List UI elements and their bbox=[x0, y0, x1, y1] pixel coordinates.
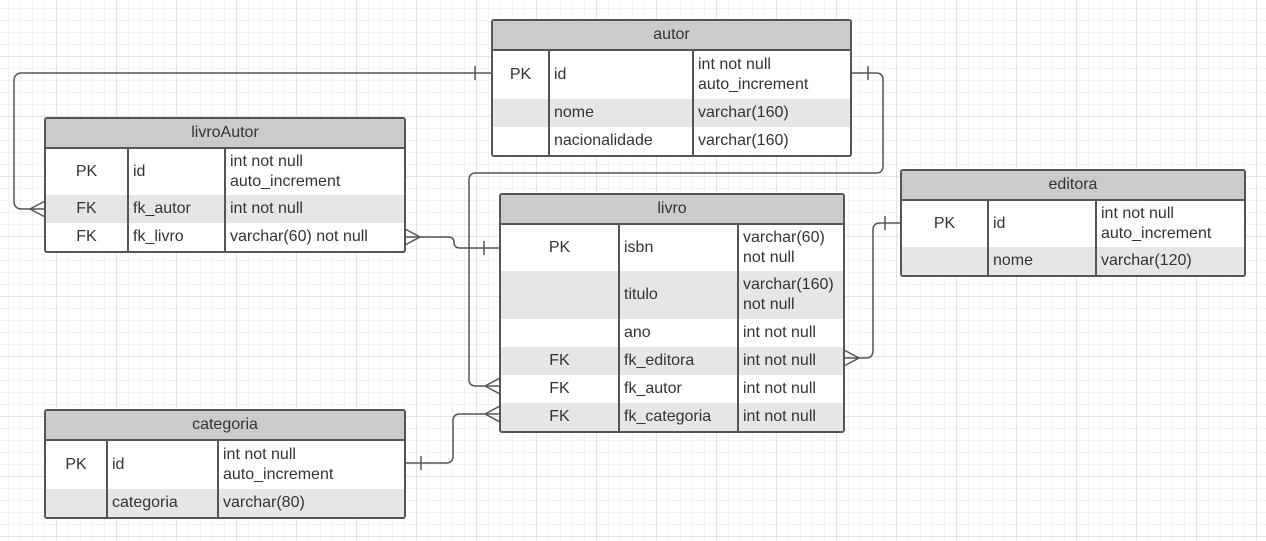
column-type: int not null auto_increment bbox=[230, 153, 341, 190]
column-name: id bbox=[989, 201, 1097, 247]
column-type: int not null bbox=[743, 352, 816, 369]
entity-categoria[interactable]: categoria PK id int not null auto_increm… bbox=[44, 409, 406, 519]
table-row[interactable]: nome varchar(120) bbox=[902, 247, 1244, 275]
entity-title: autor bbox=[493, 21, 850, 51]
key-cell: FK bbox=[501, 347, 620, 375]
column-type: varchar(80) bbox=[223, 494, 305, 511]
column-type: varchar(60) not null bbox=[230, 228, 368, 245]
key-cell: PK bbox=[46, 149, 129, 195]
key-cell bbox=[46, 489, 108, 517]
table-row[interactable]: FK fk_autor int not null bbox=[501, 375, 843, 403]
column-name: titulo bbox=[620, 271, 739, 319]
column-name: nome bbox=[989, 247, 1097, 275]
key-cell bbox=[493, 99, 550, 127]
column-name: isbn bbox=[620, 225, 739, 271]
key-cell: PK bbox=[501, 225, 620, 271]
connector-editora-livro[interactable] bbox=[843, 216, 901, 367]
column-name: id bbox=[550, 51, 694, 99]
entity-title: categoria bbox=[46, 411, 404, 441]
table-row[interactable]: nacionalidade varchar(160) bbox=[493, 127, 850, 155]
key-cell bbox=[501, 271, 620, 319]
table-row[interactable]: ano int not null bbox=[501, 319, 843, 347]
column-type: varchar(160) bbox=[698, 104, 789, 121]
key-cell: FK bbox=[46, 195, 129, 223]
table-row[interactable]: nome varchar(160) bbox=[493, 99, 850, 127]
column-type: int not null auto_increment bbox=[1101, 205, 1212, 242]
key-cell: FK bbox=[501, 375, 620, 403]
table-row[interactable]: PK id int not null auto_increment bbox=[46, 149, 404, 195]
key-cell: FK bbox=[501, 403, 620, 431]
entity-livro[interactable]: livro PK isbn varchar(60) not null titul… bbox=[499, 193, 845, 433]
entity-title: livroAutor bbox=[46, 119, 404, 149]
column-name: fk_categoria bbox=[620, 403, 739, 431]
table-row[interactable]: titulo varchar(160) not null bbox=[501, 271, 843, 319]
key-cell bbox=[493, 127, 550, 155]
key-cell bbox=[902, 247, 989, 275]
column-name: nome bbox=[550, 99, 694, 127]
column-name: fk_livro bbox=[129, 223, 226, 251]
column-name: nacionalidade bbox=[550, 127, 694, 155]
column-type: varchar(160) bbox=[698, 132, 789, 149]
column-name: id bbox=[108, 441, 219, 489]
key-cell: FK bbox=[46, 223, 129, 251]
entity-editora[interactable]: editora PK id int not null auto_incremen… bbox=[900, 169, 1246, 277]
entity-livroAutor[interactable]: livroAutor PK id int not null auto_incre… bbox=[44, 117, 406, 253]
column-type: int not null bbox=[743, 324, 816, 341]
column-type: varchar(120) bbox=[1101, 252, 1192, 269]
key-cell: PK bbox=[493, 51, 550, 99]
entity-title: editora bbox=[902, 171, 1244, 201]
table-row[interactable]: FK fk_editora int not null bbox=[501, 347, 843, 375]
column-name: fk_editora bbox=[620, 347, 739, 375]
table-row[interactable]: PK id int not null auto_increment bbox=[493, 51, 850, 99]
entity-title: livro bbox=[501, 195, 843, 225]
column-name: categoria bbox=[108, 489, 219, 517]
column-name: id bbox=[129, 149, 226, 195]
table-row[interactable]: FK fk_categoria int not null bbox=[501, 403, 843, 431]
connector-livro-livroAutor[interactable] bbox=[404, 228, 500, 255]
connector-categoria-livro[interactable] bbox=[405, 405, 501, 470]
column-type: int not null bbox=[230, 200, 303, 217]
table-row[interactable]: PK id int not null auto_increment bbox=[46, 441, 404, 489]
column-type: varchar(160) not null bbox=[743, 276, 834, 313]
table-row[interactable]: PK isbn varchar(60) not null bbox=[501, 225, 843, 271]
key-cell bbox=[501, 319, 620, 347]
column-type: varchar(60) not null bbox=[743, 229, 825, 266]
connector-autor-livro[interactable] bbox=[468, 66, 884, 395]
column-type: int not null bbox=[743, 380, 816, 397]
column-name: ano bbox=[620, 319, 739, 347]
table-row[interactable]: FK fk_livro varchar(60) not null bbox=[46, 223, 404, 251]
table-row[interactable]: categoria varchar(80) bbox=[46, 489, 404, 517]
column-type: int not null auto_increment bbox=[698, 56, 809, 93]
key-cell: PK bbox=[46, 441, 108, 489]
column-type: int not null bbox=[743, 408, 816, 425]
column-name: fk_autor bbox=[129, 195, 226, 223]
column-name: fk_autor bbox=[620, 375, 739, 403]
column-type: int not null auto_increment bbox=[223, 446, 334, 483]
connector-autor-livroAutor[interactable] bbox=[13, 66, 492, 218]
entity-autor[interactable]: autor PK id int not null auto_increment … bbox=[491, 19, 852, 157]
key-cell: PK bbox=[902, 201, 989, 247]
table-row[interactable]: PK id int not null auto_increment bbox=[902, 201, 1244, 247]
table-row[interactable]: FK fk_autor int not null bbox=[46, 195, 404, 223]
